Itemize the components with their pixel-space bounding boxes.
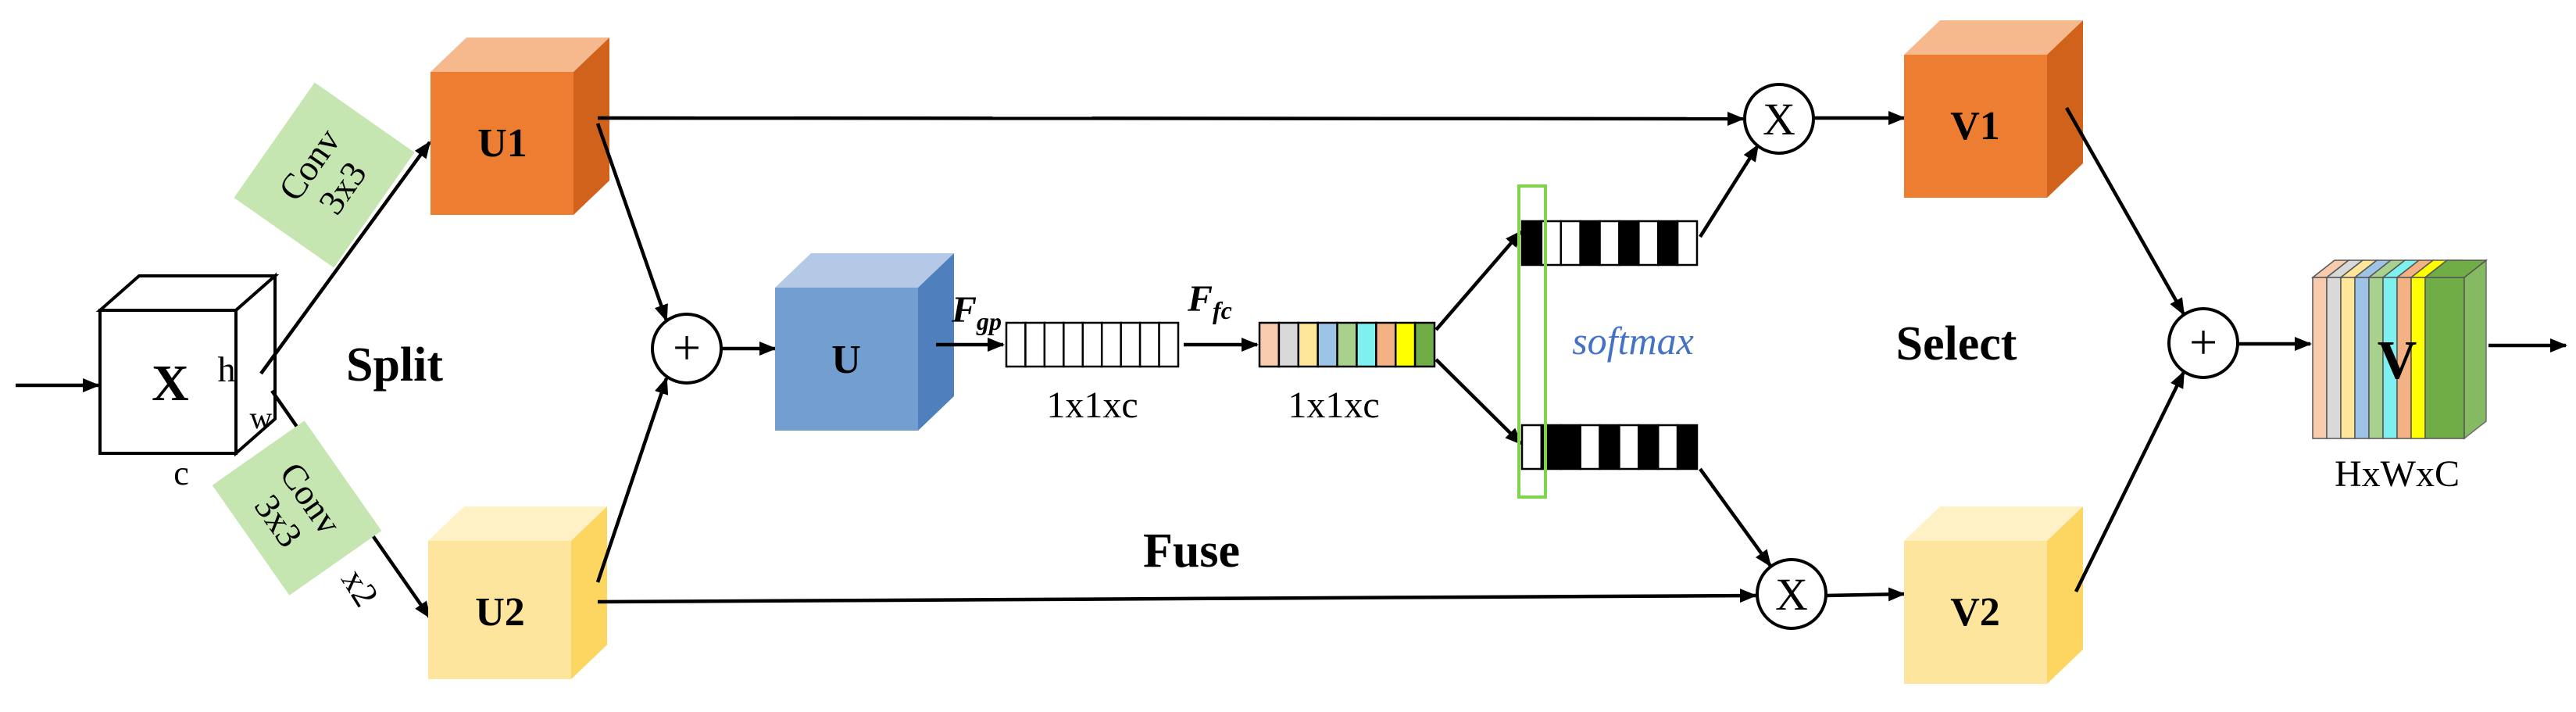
fc-vector	[1258, 321, 1436, 368]
gap-vector-cell	[1100, 321, 1122, 368]
gap-vector-cell	[1024, 321, 1046, 368]
fc-vector-cell	[1336, 321, 1358, 368]
fgp-operator: Fgp	[951, 289, 1002, 335]
attention-cell	[1618, 220, 1640, 267]
multiply-to-v2-arrow	[1825, 587, 1906, 602]
add-operator-fuse: +	[651, 313, 723, 385]
output-v-slab	[2423, 259, 2488, 440]
input-dim-w: w	[250, 400, 273, 435]
gap-vector-cell	[1005, 321, 1027, 368]
output-v-label: V	[2378, 331, 2417, 391]
fc-to-attn-bottom-arrow	[1434, 358, 1523, 445]
gap-vector-cell	[1120, 321, 1142, 368]
u-label: U	[831, 338, 861, 382]
attention-vector-top	[1520, 220, 1699, 267]
conv-bottom-suffix: x2	[334, 562, 387, 614]
gap-vector-cell	[1043, 321, 1065, 368]
attention-cell	[1520, 424, 1543, 470]
input-cube: X h w c	[95, 272, 280, 492]
gap-vector-cell	[1158, 321, 1180, 368]
add-symbol-select: +	[2189, 314, 2217, 370]
input-dim-c: c	[173, 454, 189, 492]
attention-cell	[1599, 424, 1620, 470]
gap-vector-cell	[1081, 321, 1103, 368]
add-operator-select: +	[2167, 307, 2239, 379]
attention-cell	[1676, 424, 1699, 470]
v2-cube: V2	[1904, 506, 2083, 684]
u1-cube: U1	[431, 38, 609, 215]
gap-vector-cell	[1063, 321, 1084, 368]
u2-to-add-arrow	[595, 377, 669, 583]
fc-to-attn-top-arrow	[1434, 230, 1523, 331]
attn-bottom-to-multiply-arrow	[1699, 467, 1772, 567]
section-split: Split	[346, 338, 443, 392]
u2-cube: U2	[428, 506, 607, 679]
multiply-operator-top: X	[1743, 83, 1815, 155]
output-v-slab	[2310, 259, 2351, 439]
v1-cube: V1	[1904, 20, 2083, 198]
softmax-highlight-box	[1517, 184, 1547, 499]
input-label: X	[152, 355, 189, 412]
gap-vector-label: 1x1xc	[1046, 385, 1138, 426]
output-v-slab	[2395, 259, 2435, 439]
multiply-symbol-bottom: X	[1775, 569, 1808, 620]
section-select: Select	[1896, 317, 2017, 370]
output-v-slab	[2409, 259, 2449, 439]
fc-vector-cell	[1297, 321, 1319, 368]
softmax-label: softmax	[1572, 319, 1694, 363]
attention-cell	[1638, 220, 1660, 267]
attention-cell	[1560, 424, 1581, 470]
add-symbol-fuse: +	[673, 320, 701, 375]
conv-top-badge: Conv 3x3	[234, 82, 415, 268]
attention-cell	[1638, 424, 1660, 470]
u2-label: U2	[475, 590, 525, 635]
attention-cell	[1676, 220, 1699, 267]
split-arrow-top	[259, 141, 431, 375]
output-v-stack	[2310, 259, 2488, 440]
u1-label: U1	[477, 121, 527, 166]
attention-cell	[1599, 220, 1620, 267]
v2-label: V2	[1950, 590, 2000, 635]
input-dim-h: h	[218, 349, 236, 389]
attention-cell	[1579, 424, 1601, 470]
attention-cell	[1579, 220, 1601, 267]
fc-vector-cell	[1375, 321, 1397, 368]
multiply-operator-bottom: X	[1756, 558, 1827, 630]
multiply-symbol-top: X	[1763, 94, 1795, 145]
v2-to-add-arrow	[2074, 370, 2186, 592]
v1-to-add-arrow	[2065, 106, 2185, 316]
attention-cell	[1618, 424, 1640, 470]
attention-vector-bottom	[1520, 424, 1699, 470]
u1-to-add-arrow	[595, 123, 669, 322]
fc-vector-cell	[1277, 321, 1300, 368]
attn-top-to-multiply-arrow	[1699, 144, 1760, 238]
fc-vector-label: 1x1xc	[1288, 385, 1379, 426]
u2-to-multiply-arrow	[597, 589, 1757, 604]
gap-vector	[1005, 321, 1180, 368]
ffc-operator: Ffc	[1187, 278, 1232, 324]
conv-bottom-badge: Conv 3x3	[212, 420, 382, 596]
u1-to-multiply-arrow	[597, 111, 1745, 126]
attention-cell	[1560, 220, 1581, 267]
fc-vector-cell	[1356, 321, 1377, 368]
gap-vector-cell	[1138, 321, 1160, 368]
fc-vector-cell	[1258, 321, 1281, 368]
attention-cell	[1520, 220, 1543, 267]
fc-vector-cell	[1394, 321, 1417, 368]
fc-vector-cell	[1317, 321, 1338, 368]
fc-vector-cell	[1413, 321, 1436, 368]
v1-label: V1	[1950, 104, 2000, 148]
u-cube: U	[775, 253, 954, 431]
attention-cell	[1656, 220, 1679, 267]
section-fuse: Fuse	[1143, 524, 1240, 578]
attention-cell	[1656, 424, 1679, 470]
output-dims-label: HxWxC	[2335, 453, 2460, 495]
